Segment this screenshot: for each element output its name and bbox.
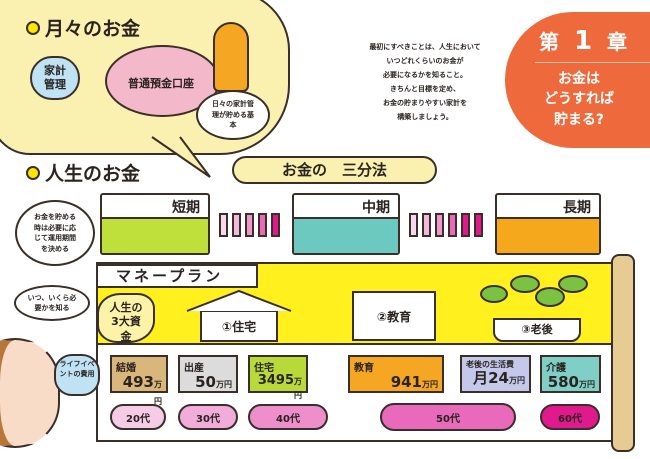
cost-card-retirement: 老後の生活費月24万円: [460, 355, 531, 393]
period-mid: 中期: [292, 193, 400, 255]
cost-unit: 万円: [216, 380, 232, 389]
chapter-title-line: 貯まる?: [553, 111, 605, 128]
period-long: 長期: [495, 193, 601, 255]
cost-unit: 万円: [154, 380, 162, 406]
woman-illustration: [0, 338, 60, 448]
chapter-number: 1: [573, 26, 597, 56]
age-40s: 40代: [248, 404, 328, 430]
age-50s: 50代: [380, 403, 516, 431]
bullet-icon: [26, 20, 40, 35]
cost-unit: 万円: [422, 380, 438, 389]
cost-label: 教育: [354, 363, 374, 374]
pink-bars: [409, 213, 483, 237]
intro-line: きちんと目標を定め、: [390, 85, 460, 93]
period-label: 短期: [172, 200, 200, 216]
life-heading: 人生のお金: [26, 159, 140, 186]
intro-text: 最初にすべきことは、人生においていつどれくらいのお金が必要になるかを知ること。き…: [345, 40, 505, 124]
cost-unit: 万円: [579, 380, 595, 389]
heading-text: 月々のお金: [45, 18, 141, 40]
intro-line: 最初にすべきことは、人生において: [369, 43, 481, 51]
heading-text: 人生のお金: [45, 163, 141, 185]
fund-education: ②教育: [376, 309, 412, 324]
pink-bars: [219, 213, 280, 237]
cost-value: 50: [195, 373, 216, 391]
cost-value: 580: [547, 373, 579, 391]
cost-unit: 万円: [509, 376, 525, 385]
bonsai-pot: ③老後: [493, 318, 581, 342]
fund-housing: ①住宅: [221, 319, 257, 334]
cost-value: 3495: [257, 373, 294, 388]
account-label: 普通預金口座: [128, 77, 194, 90]
cost-unit: 万円: [294, 377, 302, 401]
intro-line: お金の貯まりやすい家計を: [383, 99, 467, 107]
age-20s: 20代: [110, 404, 166, 430]
house-icon: ①住宅: [200, 310, 278, 342]
fund-retirement: ③老後: [521, 323, 553, 336]
chapter-label: 章: [607, 30, 632, 54]
cost-label: 老後の生活費: [466, 360, 514, 369]
cloud-tail: [151, 136, 211, 178]
book-icon: ②教育: [352, 291, 436, 341]
cost-label: 介護: [546, 363, 566, 374]
period-label: 長期: [563, 200, 591, 216]
intro-line: 必要になるかを知ること。: [383, 71, 467, 79]
intro-line: 構築しましょう。: [397, 113, 453, 121]
three-funds-burst: 人生の3大資金: [97, 293, 155, 343]
cost-value: 941: [390, 373, 422, 391]
age-60s: 60代: [540, 404, 600, 430]
intro-line: いつどれくらいのお金が: [386, 57, 464, 65]
method-title: お金の 三分法: [232, 156, 437, 184]
cost-label: 住宅: [254, 363, 274, 374]
period-bubble: お金を貯める時は必要に応じて運用期間を決める: [15, 200, 95, 266]
scroll-roll: [611, 254, 635, 452]
chapter-badge: 第 1 章 お金はどうすれば貯まる?: [505, 12, 650, 148]
chapter-label: 第: [538, 30, 563, 54]
when-bubble: いつ、いくら必要かを知る: [14, 285, 90, 321]
cost-value: 493: [122, 373, 154, 391]
cost-label: 出産: [184, 363, 204, 374]
woman-illustration: [213, 22, 249, 92]
period-label: 中期: [362, 200, 390, 216]
bullet-icon: [26, 165, 40, 180]
cost-bubble: ライフイベントの費用: [54, 354, 100, 396]
monthly-heading: 月々のお金: [26, 14, 140, 41]
cost-value: 月24: [473, 369, 509, 387]
chapter-title-line: どうすれば: [544, 91, 614, 108]
household-cloud: 家計管理: [30, 56, 80, 100]
age-30s: 30代: [178, 404, 238, 430]
cost-card-education: 教育 941万円: [348, 355, 444, 393]
chapter-title-line: お金は: [558, 71, 600, 87]
house-roof: [186, 289, 292, 312]
monthly-bubble: 日々の家計管理が貯める基本: [196, 90, 270, 140]
money-plan-label: マネープラン: [96, 264, 258, 288]
bonsai-icon: [480, 275, 590, 315]
cost-label: 結婚: [116, 363, 136, 374]
period-short: 短期: [100, 193, 210, 255]
